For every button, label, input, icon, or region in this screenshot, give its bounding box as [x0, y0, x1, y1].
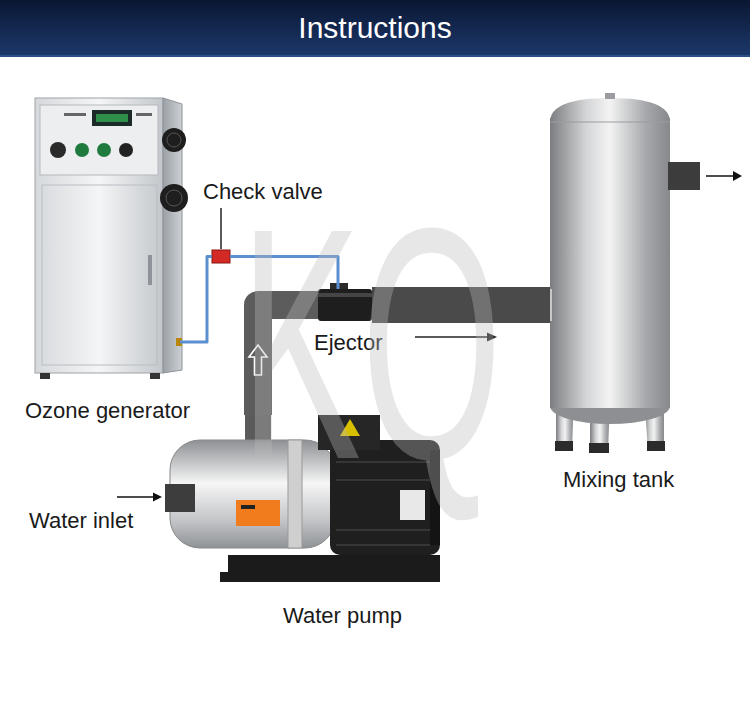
outlet-arrow-head	[733, 171, 742, 181]
ozone-generator-illustration	[35, 98, 188, 379]
ozone-generator-illustration	[166, 190, 182, 206]
check-valve: Check valve	[212, 250, 230, 263]
ozone-generator-illustration	[35, 98, 163, 373]
check-valve-illustration	[212, 250, 230, 263]
mixing-tank-illustration	[605, 93, 615, 99]
water-pump-illustration	[220, 572, 240, 582]
ozone-tube	[180, 257, 212, 343]
ozone-generator-illustration	[50, 142, 66, 158]
page-title: Instructions	[298, 11, 451, 45]
ozone-generator-illustration	[64, 113, 86, 116]
ozone-generator-illustration	[150, 373, 160, 379]
ozone-generator-illustration	[148, 255, 152, 285]
ozone-generator-illustration	[136, 113, 152, 116]
mixing-tank-illustration	[550, 118, 670, 408]
part-label: Water pump	[281, 603, 404, 628]
ozone-generator-illustration	[97, 143, 111, 157]
mixing-tank-illustration	[544, 93, 742, 453]
water-pump-illustration	[336, 544, 430, 546]
water-pump-illustration	[165, 484, 195, 512]
mixing-tank-illustration	[668, 162, 700, 190]
inlet-label: Water inlet	[29, 510, 133, 532]
ozone-generator: Ozone generator	[35, 98, 180, 373]
watermark: KQ	[240, 179, 502, 509]
ozone-generator-illustration	[40, 105, 158, 175]
mixing-tank-illustration	[647, 441, 665, 451]
connector-group	[180, 257, 212, 343]
check-valve-illustration	[212, 208, 230, 263]
ozone-generator-illustration	[42, 185, 157, 365]
ozone-generator-illustration	[167, 133, 181, 147]
ozone-generator-illustration	[96, 114, 128, 122]
ozone-generator-illustration	[92, 110, 132, 126]
ozone-generator-illustration	[75, 143, 89, 157]
mixing-tank-illustration	[589, 443, 609, 453]
ozone-generator-illustration	[162, 128, 186, 152]
ozone-generator-illustration	[160, 184, 188, 212]
water-pump-illustration	[228, 555, 440, 582]
part-label: Ozone generator	[23, 398, 192, 423]
title-bar: Instructions	[0, 0, 750, 57]
mixing-tank: Mixing tank	[550, 100, 670, 450]
mixing-tank-illustration	[555, 441, 573, 451]
mixing-tank-illustration	[550, 122, 670, 123]
inlet-arrow-head	[153, 493, 162, 502]
part-label: Mixing tank	[561, 467, 676, 492]
leader-line	[220, 208, 222, 249]
inlet-arrow	[117, 496, 154, 498]
ozone-generator-illustration	[40, 373, 50, 379]
outlet-arrow	[706, 175, 733, 177]
water-pump-illustration	[336, 529, 430, 531]
ozone-generator-illustration	[119, 143, 133, 157]
mixing-tank-illustration	[550, 98, 670, 122]
